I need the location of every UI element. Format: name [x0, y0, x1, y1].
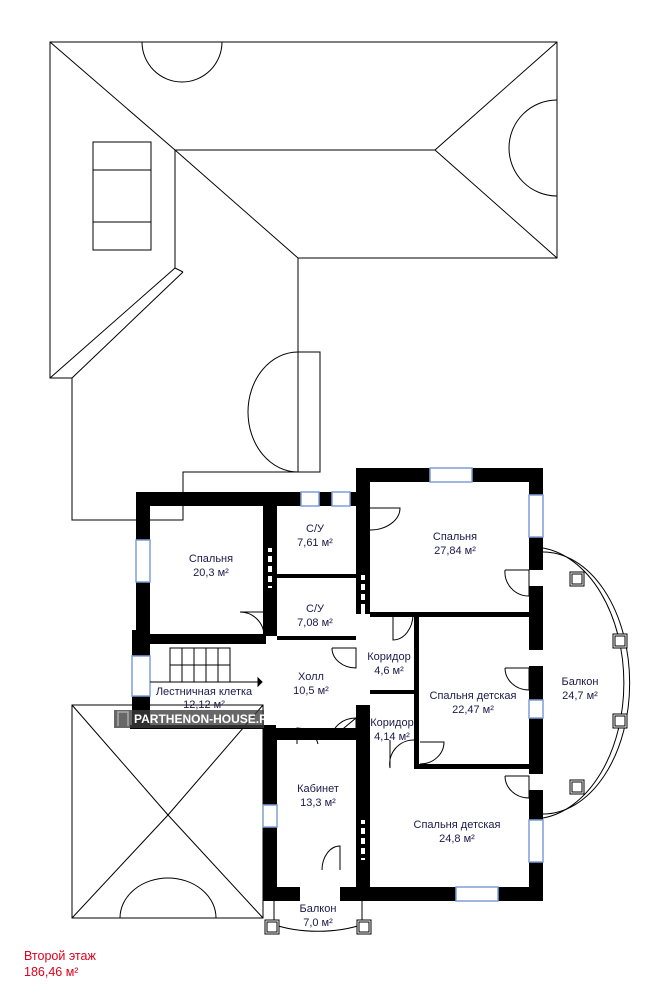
watermark: PARTHENON-HOUSE.RU [114, 710, 276, 728]
doors [239, 507, 530, 871]
room-name-corridor-2: Коридор [370, 717, 413, 729]
windows [131, 467, 544, 902]
room-area-study: 13,3 м² [300, 797, 336, 809]
room-area-corridor-2: 4,14 м² [374, 731, 410, 743]
room-name-bedroom-1: Спальня [189, 553, 233, 565]
room-name-wc-2: С/У [306, 603, 325, 615]
wall-dots [268, 552, 365, 858]
watermark-text: PARTHENON-HOUSE.RU [134, 712, 276, 726]
room-name-kids-bedroom-2: Спальня детская [414, 819, 501, 831]
balcony-railing [542, 547, 631, 819]
room-area-kids-bedroom-1: 22,47 м² [452, 704, 494, 716]
lower-roof-lines [71, 704, 264, 919]
room-area-wc-2: 7,08 м² [297, 617, 333, 629]
stairs [150, 647, 263, 688]
floor-name: Второй этаж [24, 949, 96, 963]
room-name-balcony-1: Балкон [562, 676, 599, 688]
room-name-wc-1: С/У [306, 523, 325, 535]
room-name-study: Кабинет [297, 783, 339, 795]
room-area-balcony-2: 7,0 м² [303, 917, 333, 929]
room-name-corridor-1: Коридор [367, 651, 410, 663]
room-area-bedroom-1: 20,3 м² [193, 567, 229, 579]
floor-total-area: 186,46 м² [24, 965, 79, 979]
wall-gaps [268, 548, 543, 901]
room-name-bedroom-2: Спальня [433, 531, 477, 543]
floor-caption: Второй этаж 186,46 м² [24, 948, 96, 980]
roof-lines [49, 41, 558, 521]
room-area-bedroom-2: 27,84 м² [434, 545, 476, 557]
room-area-hall: 10,5 м² [293, 685, 329, 697]
room-name-stairwell: Лестничная клетка [156, 686, 253, 698]
room-name-balcony-2: Балкон [300, 903, 337, 915]
room-name-kids-bedroom-1: Спальня детская [430, 690, 517, 702]
room-name-hall: Холл [298, 671, 324, 683]
room-area-corridor-1: 4,6 м² [374, 665, 404, 677]
room-area-kids-bedroom-2: 24,8 м² [439, 833, 475, 845]
small-balcony [264, 901, 372, 935]
room-area-stairwell: 12,12 м² [183, 699, 225, 711]
room-labels: Спальня 20,3 м² С/У 7,61 м² С/У 7,08 м² … [156, 523, 599, 929]
room-area-wc-1: 7,61 м² [297, 537, 333, 549]
room-area-balcony-1: 24,7 м² [562, 690, 598, 702]
